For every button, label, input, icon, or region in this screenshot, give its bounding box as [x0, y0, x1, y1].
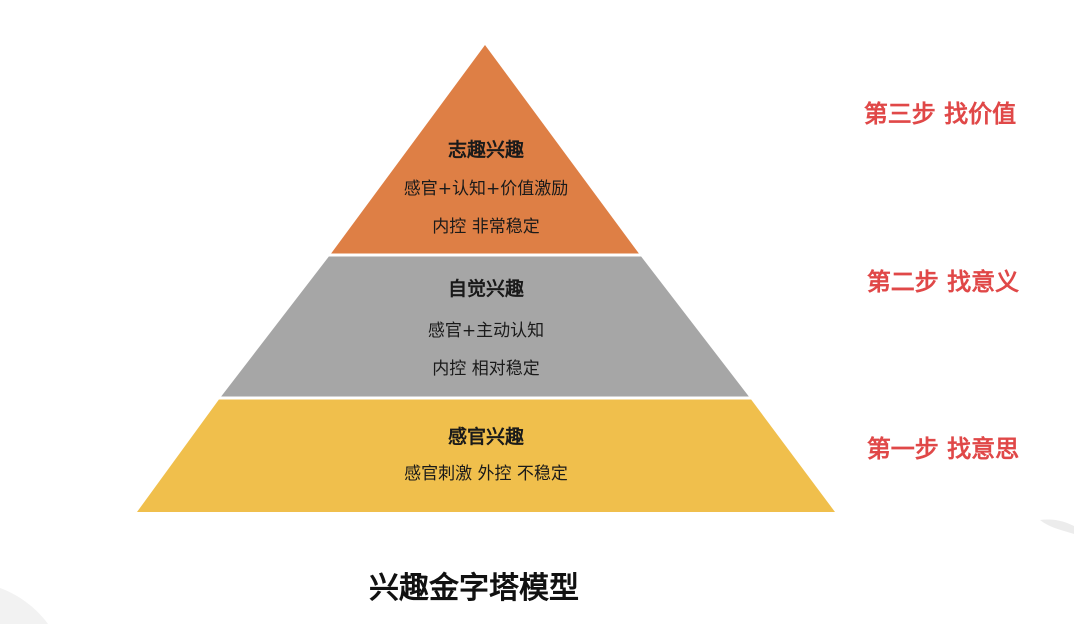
pyramid-layer-middle [220, 255, 750, 398]
layer-top-title: 志趣兴趣 [448, 138, 525, 161]
step-label-three: 第三步 找价值 [864, 100, 1016, 128]
step-label-one: 第一步 找意思 [867, 435, 1019, 463]
layer-middle-line-2: 内控 相对稳定 [432, 359, 539, 379]
layer-top-line-2: 内控 非常稳定 [432, 217, 539, 237]
pyramid-layer-top [330, 45, 640, 255]
decor-left-corner [0, 588, 48, 624]
step-label-two: 第二步 找意义 [867, 268, 1019, 296]
layer-top-line-1: 感官+认知+价值激励 [404, 179, 569, 199]
pyramid-layer-bottom [137, 398, 835, 512]
layer-middle-line-1: 感官+主动认知 [428, 321, 544, 341]
layer-bottom-title: 感官兴趣 [448, 425, 525, 448]
model-title: 兴趣金字塔模型 [369, 571, 579, 606]
decor-right-edge [1040, 519, 1074, 534]
layer-middle-title: 自觉兴趣 [448, 277, 525, 300]
layer-bottom-line-1: 感官刺激 外控 不稳定 [404, 464, 568, 484]
